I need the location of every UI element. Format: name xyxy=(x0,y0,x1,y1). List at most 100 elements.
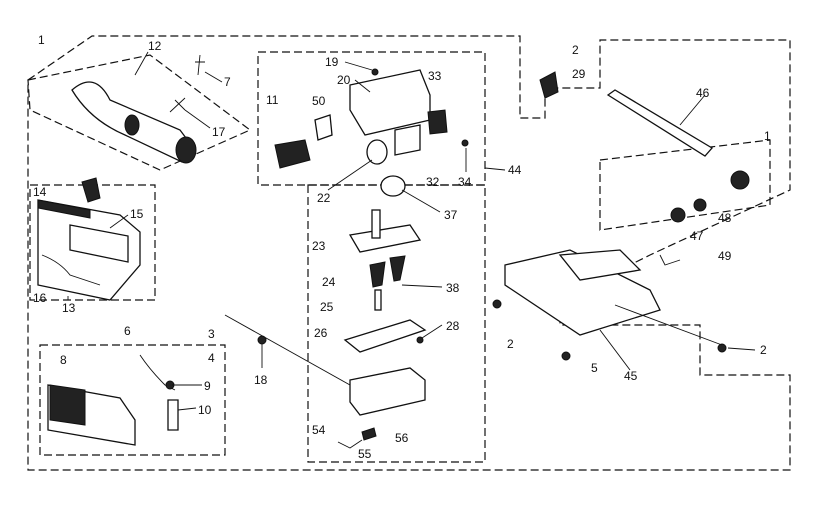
callout-22: 22 xyxy=(317,191,331,205)
base-45-shape xyxy=(504,249,661,336)
callout-1: 1 xyxy=(38,33,45,47)
leader-10 xyxy=(177,407,197,411)
callout-20: 20 xyxy=(337,73,351,87)
callout-13: 13 xyxy=(62,301,76,315)
clip-7-shape xyxy=(195,54,205,76)
valve-base-26 xyxy=(343,319,427,353)
leader-12 xyxy=(134,51,149,76)
screw-2-left-shape xyxy=(492,299,502,309)
leader-45 xyxy=(599,329,631,371)
callout-15: 15 xyxy=(130,207,144,221)
pilot-orifice-11 xyxy=(274,139,311,169)
boundary-valve-box xyxy=(307,184,486,463)
burner-wire-16 xyxy=(41,254,101,286)
boundary-left-assembly xyxy=(27,35,791,471)
callout-37: 37 xyxy=(444,208,458,222)
callout-24: 24 xyxy=(322,275,336,289)
pilot-block-33 xyxy=(427,109,448,135)
callout-19: 19 xyxy=(325,55,339,69)
leader-20 xyxy=(354,79,371,93)
callout-54: 54 xyxy=(312,423,326,437)
screw-5-shape xyxy=(561,351,571,361)
boundary-igniter-box xyxy=(39,344,226,456)
callout-32: 32 xyxy=(426,175,440,189)
valve-pin-25 xyxy=(374,289,382,311)
callout-28: 28 xyxy=(446,319,460,333)
callout-12: 12 xyxy=(148,39,162,53)
clip-49-shape xyxy=(659,254,681,266)
group-boundaries xyxy=(27,35,791,471)
leader-lines xyxy=(67,51,756,411)
callout-50: 50 xyxy=(312,94,326,108)
callout-47: 47 xyxy=(690,229,704,243)
callout-56: 56 xyxy=(395,431,409,445)
valve-body-shape xyxy=(349,367,426,416)
callout-8: 8 xyxy=(60,353,67,367)
pilot-nut-22 xyxy=(366,139,388,165)
callout-34: 34 xyxy=(458,175,472,189)
callout-5: 5 xyxy=(591,361,598,375)
valve-cap-37 xyxy=(380,175,406,197)
screw-2-right-shape xyxy=(717,343,727,353)
leader-19 xyxy=(344,61,373,71)
fitting-47-shape xyxy=(670,207,686,223)
callout-3: 3 xyxy=(208,327,215,341)
leader-22 xyxy=(327,159,373,191)
callout-2-top: 2 xyxy=(572,43,579,57)
leader-2-right xyxy=(727,347,756,351)
burner-collar-shape xyxy=(124,114,140,136)
callout-48: 48 xyxy=(718,211,732,225)
callout-45: 45 xyxy=(624,369,638,383)
leader-28 xyxy=(421,324,443,339)
valve-spring-24 xyxy=(369,261,386,288)
igniter-wire-shape xyxy=(139,354,176,391)
callout-23: 23 xyxy=(312,239,326,253)
boundary-pilot-box xyxy=(257,51,486,186)
leader-chain-2 xyxy=(614,304,723,346)
callout-46: 46 xyxy=(696,86,710,100)
leader-15 xyxy=(109,214,129,229)
callout-17: 17 xyxy=(212,125,226,139)
part-drawings xyxy=(37,54,750,449)
callout-4: 4 xyxy=(208,351,215,365)
callout-29: 29 xyxy=(572,67,586,81)
igniter-clip-shape xyxy=(167,399,179,431)
callout-1-right: 1 xyxy=(764,129,771,143)
callout-14: 14 xyxy=(33,185,47,199)
callout-26: 26 xyxy=(314,326,328,340)
fitting-1-shape xyxy=(730,170,750,190)
boundary-tube-group xyxy=(599,139,771,231)
callout-6: 6 xyxy=(124,324,131,338)
boundary-burner-box xyxy=(29,184,156,301)
igniter-plate-shape xyxy=(49,384,86,426)
callout-11: 11 xyxy=(266,93,279,107)
leader-44 xyxy=(484,167,506,171)
valve-clip-56 xyxy=(361,427,377,441)
clip-29-shape xyxy=(539,71,559,99)
callout-44: 44 xyxy=(508,163,522,177)
leader-chain-18 xyxy=(224,314,351,386)
pilot-gasket-32 xyxy=(394,124,421,156)
callout-2-right: 2 xyxy=(760,343,767,357)
burner-box-top-strip xyxy=(37,199,91,219)
callout-25: 25 xyxy=(320,300,334,314)
leader-37 xyxy=(401,189,441,213)
callout-18: 18 xyxy=(254,373,268,387)
callout-labels: 1 12 7 17 14 15 16 13 6 3 4 8 9 10 18 19… xyxy=(33,33,771,461)
callout-49: 49 xyxy=(718,249,732,263)
valve-plate-23 xyxy=(348,224,422,253)
callout-7: 7 xyxy=(224,75,231,89)
fitting-48-shape xyxy=(693,198,707,212)
pilot-screw-34 xyxy=(461,139,469,147)
callout-55: 55 xyxy=(358,447,372,461)
callout-33: 33 xyxy=(428,69,442,83)
callout-2-left: 2 xyxy=(507,337,514,351)
leader-17 xyxy=(184,109,211,129)
callout-16: 16 xyxy=(33,291,47,305)
boundary-top-left xyxy=(27,54,252,171)
leader-38 xyxy=(401,284,443,288)
leader-46 xyxy=(679,94,706,126)
burner-box-inner xyxy=(69,224,129,263)
